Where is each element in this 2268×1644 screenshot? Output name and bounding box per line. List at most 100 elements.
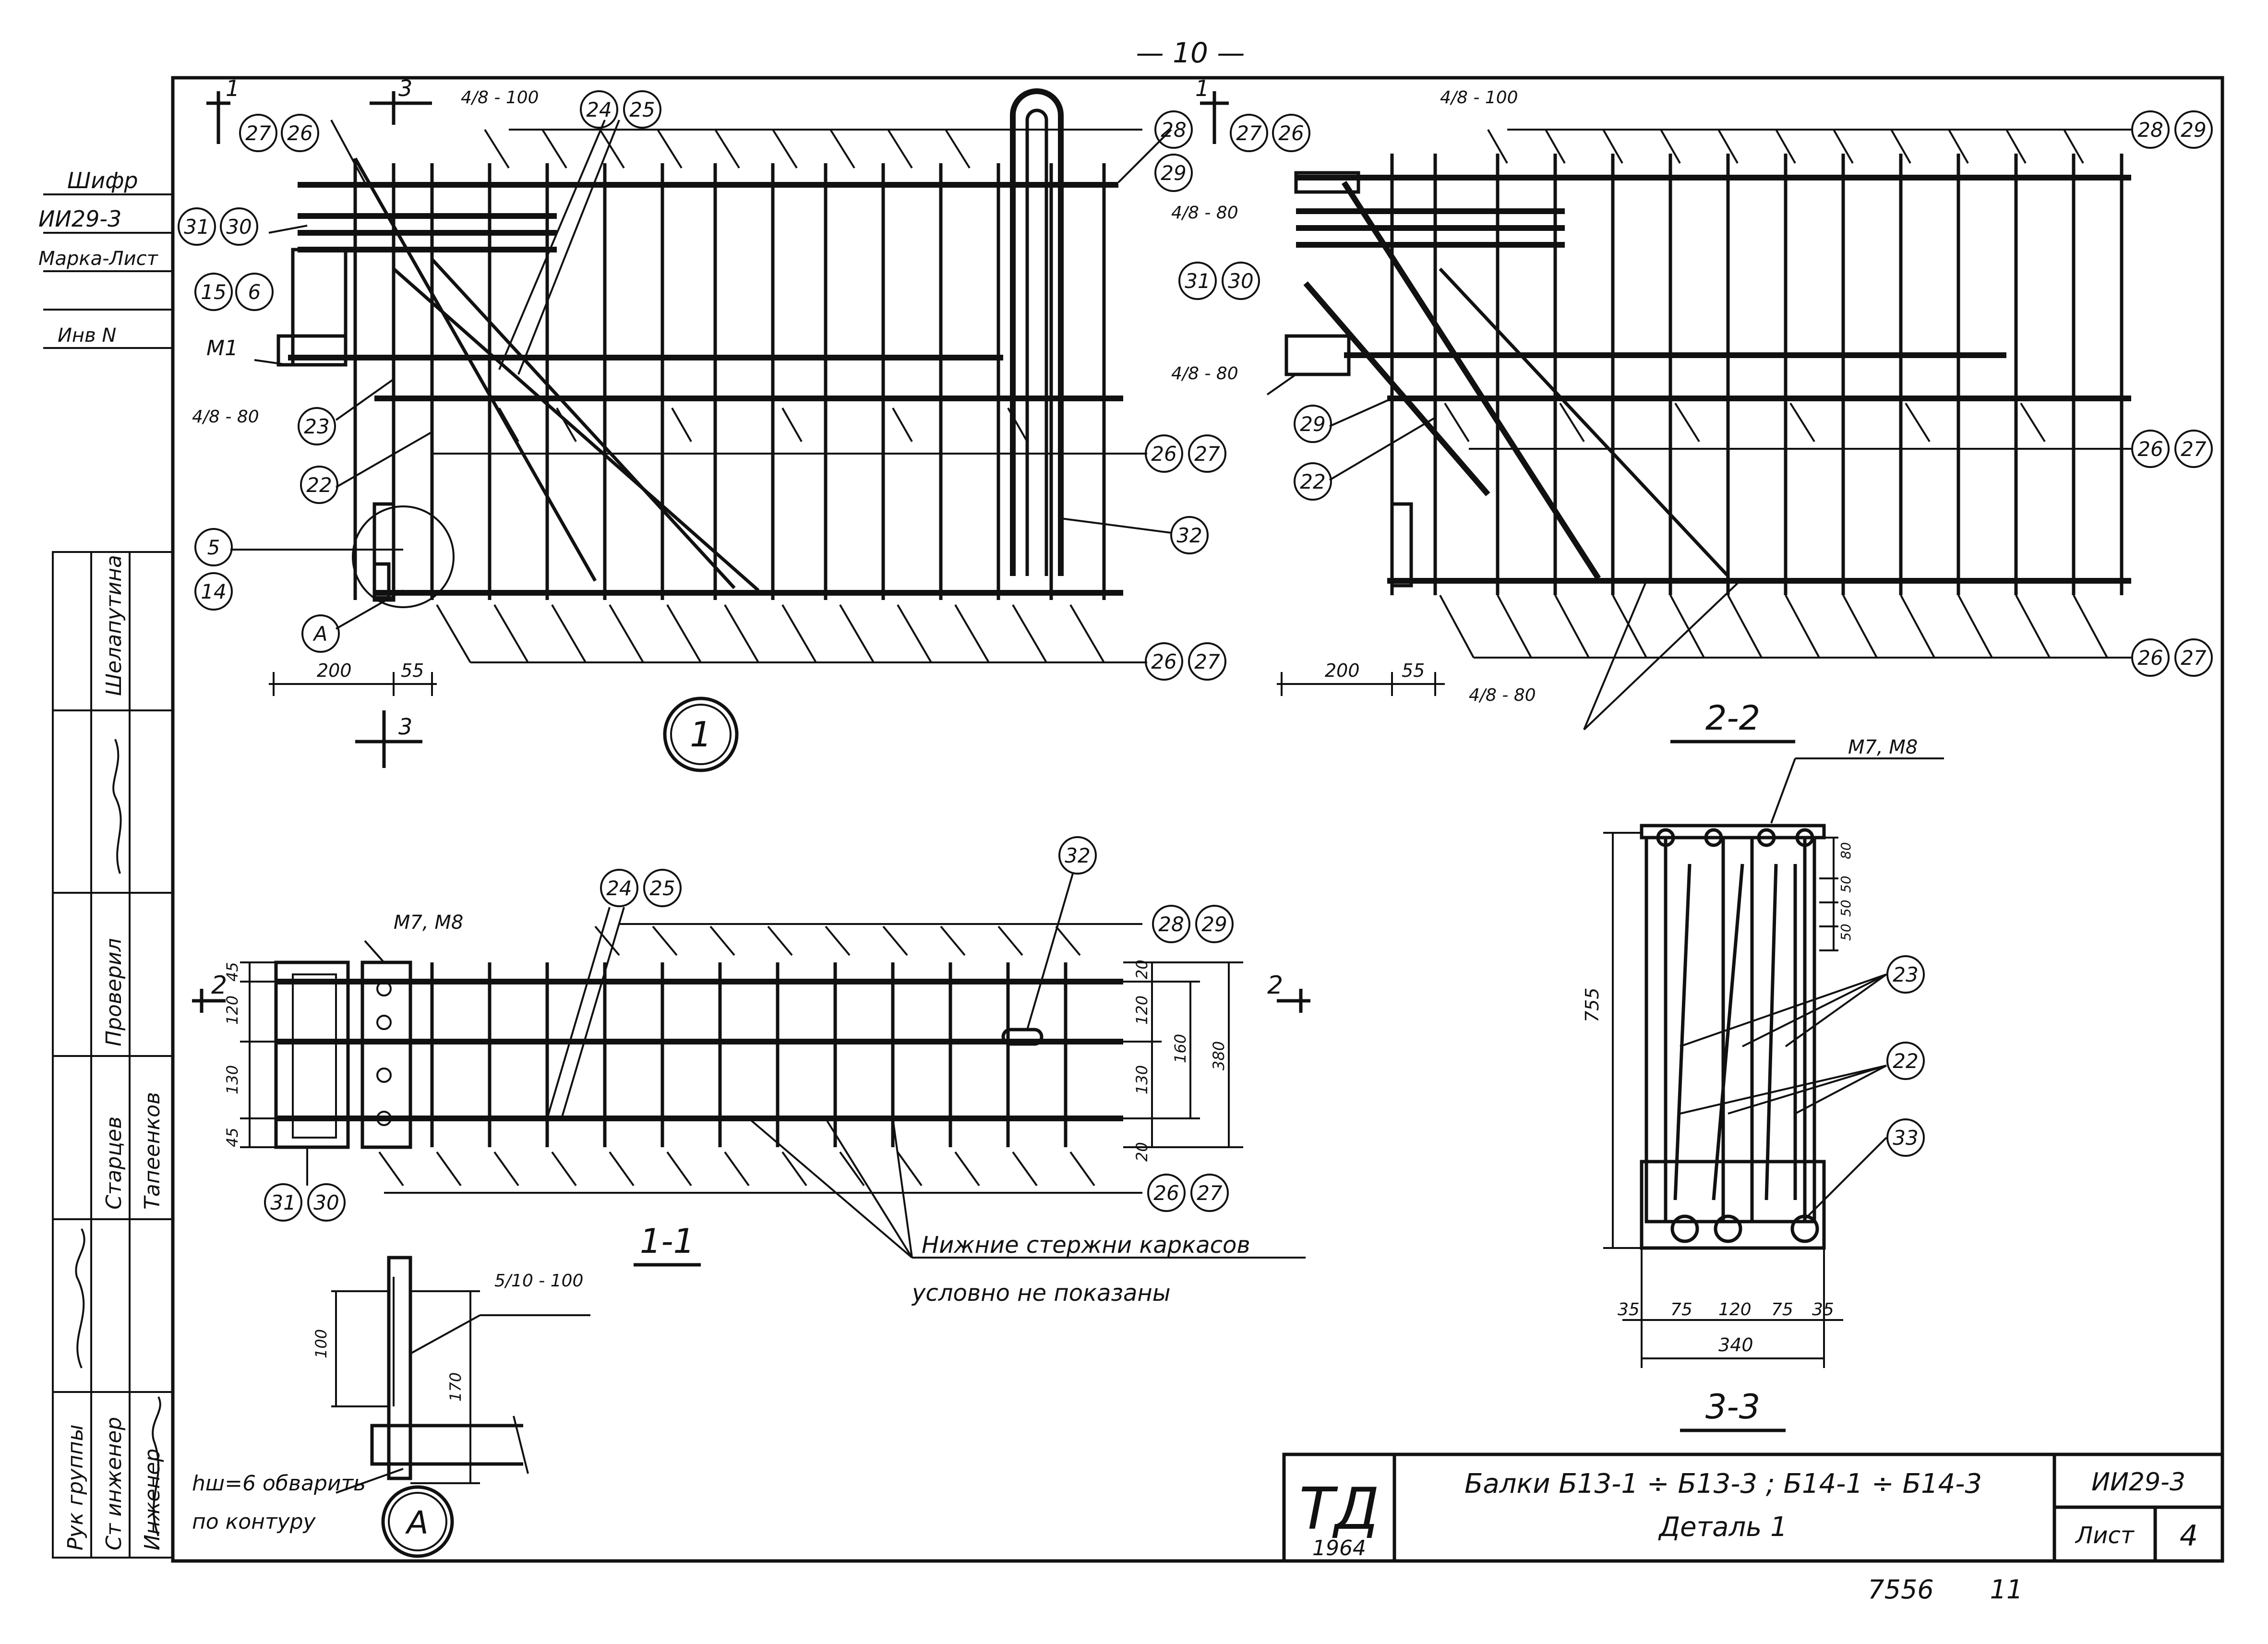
callout-23: 23 (1886, 955, 1925, 994)
svg-text:26: 26 (1151, 442, 1176, 466)
view11-section-2a: 2 (211, 971, 227, 1000)
callout-27c: 27 (1188, 642, 1226, 681)
node-a-weld: 5/10 - 100 (494, 1271, 583, 1291)
view33-width-340: 340 (1718, 1334, 1753, 1356)
view22-dim-55: 55 (1402, 660, 1425, 681)
view11-dim-45b: 45 (223, 1128, 241, 1147)
svg-text:27: 27 (1197, 1181, 1223, 1205)
view-1: 1 3 3 200 55 4/8 - 100 4/8 - 80 М1 1 (192, 75, 1172, 772)
callout-27b: 27 (1188, 434, 1226, 473)
callout-29b: 29 (1294, 405, 1332, 443)
callout-31: 31 (264, 1183, 302, 1222)
callout-30: 30 (220, 207, 258, 246)
callout-29: 29 (1154, 154, 1193, 192)
callout-27: 27 (1190, 1174, 1229, 1212)
footer-sheet: 11 (1990, 1574, 2023, 1605)
view11-dim-160: 160 (1171, 1034, 1189, 1063)
title-sub: Деталь 1 (1657, 1512, 1787, 1543)
node-a-dim-170: 170 (446, 1372, 465, 1402)
view33-bdim-35b: 35 (1812, 1300, 1834, 1320)
svg-text:33: 33 (1893, 1126, 1918, 1150)
svg-text:30: 30 (226, 215, 252, 239)
view1-section-1: 1 (226, 75, 240, 101)
node-a-note-1: hш=6 обварить (192, 1471, 366, 1496)
view33-title: 3-3 (1705, 1387, 1760, 1427)
view11-transverse (430, 962, 1068, 1147)
view33-bdim-75a: 75 (1670, 1300, 1692, 1320)
svg-text:31: 31 (270, 1191, 296, 1214)
drawing-frame (171, 76, 2224, 1563)
view1-number: 1 (690, 714, 712, 755)
view1-weld-top: 4/8 - 100 (461, 88, 539, 108)
stamp-code-1: Шифр (67, 168, 138, 193)
view33-embedded: М7, М8 (1848, 736, 1918, 758)
view11-dim-120: 120 (223, 996, 241, 1025)
svg-text:27: 27 (245, 121, 271, 145)
svg-text:26: 26 (2137, 437, 2163, 461)
callout-26c: 26 (1145, 642, 1183, 681)
view22-dimensions (1277, 672, 1445, 696)
title-sheet-label: Лист (2075, 1522, 2135, 1549)
view11-title: 1-1 (640, 1222, 695, 1261)
signature-3 (152, 1396, 161, 1536)
svg-text:31: 31 (184, 215, 209, 239)
callout-23: 23 (298, 407, 336, 445)
view1-section-3b: 3 (398, 714, 412, 740)
view22-stirrups (1390, 154, 2124, 595)
svg-text:30: 30 (1228, 269, 1253, 293)
callout-24: 24 (600, 869, 638, 907)
callout-32: 32 (1058, 836, 1097, 875)
callout-32: 32 (1170, 516, 1209, 554)
title-year: 1964 (1312, 1536, 1366, 1560)
node-a-detail: 5/10 - 100 100 170 hш=6 обварить по конт… (192, 1256, 590, 1558)
svg-text:29: 29 (1161, 161, 1186, 185)
view-3-3: М7, М8 755 80 50 50 50 35 75 120 75 35 3… (1582, 736, 1944, 1432)
svg-text:25: 25 (629, 98, 655, 121)
stamp-role-3: Инженер (140, 1449, 165, 1550)
svg-text:30: 30 (313, 1191, 339, 1214)
callout-25: 25 (623, 90, 661, 129)
callout-33: 33 (1886, 1118, 1925, 1157)
view1-callouts: 27 26 31 30 15 6 23 22 5 14 24 25 28 29 … (178, 90, 1226, 681)
view1-hatching (436, 129, 1105, 663)
callout-27c: 27 (2174, 638, 2213, 677)
node-a-callout-circle (352, 505, 455, 608)
view11-left-dims (240, 961, 276, 1148)
callout-15: 15 (194, 273, 233, 311)
callout-22: 22 (300, 466, 338, 504)
view1-weld-left: 4/8 - 80 (192, 407, 259, 427)
stamp-name-4: Тапеенков (140, 1092, 165, 1210)
svg-text:23: 23 (1893, 963, 1918, 986)
view1-stirrups (353, 158, 1106, 600)
svg-text:32: 32 (1176, 524, 1202, 547)
callout-26c: 26 (2131, 638, 2170, 677)
callout-6: 6 (235, 273, 274, 311)
stamp-code-2: ИИ29-3 (38, 206, 121, 232)
svg-text:29: 29 (2181, 118, 2206, 142)
svg-text:23: 23 (304, 415, 329, 438)
svg-text:26: 26 (1151, 650, 1176, 673)
callout-30: 30 (1222, 262, 1260, 300)
view22-weld-c: 4/8 - 80 (1469, 685, 1536, 705)
callout-22: 22 (1294, 462, 1332, 501)
lifting-loop (1010, 88, 1064, 576)
callout-25: 25 (643, 869, 682, 907)
callout-28: 28 (2131, 110, 2170, 149)
svg-text:28: 28 (1161, 118, 1186, 142)
stamp-code-4: Инв N (58, 324, 116, 347)
view1-dim-55: 55 (401, 660, 424, 681)
side-stamp: Шифр ИИ29-3 Марка-Лист Инв N Рук группы … (38, 168, 174, 1559)
view22-weld-top: 4/8 - 100 (1440, 88, 1518, 108)
svg-text:28: 28 (2137, 118, 2163, 142)
node-a-title: А (405, 1504, 428, 1541)
svg-text:24: 24 (586, 98, 612, 121)
view11-hatching (378, 925, 1095, 1187)
view33-rdim-80: 80 (1838, 842, 1854, 859)
svg-text:26: 26 (1278, 121, 1304, 145)
callout-14: 14 (194, 572, 233, 611)
view1-dimensions (269, 672, 437, 696)
view1-embedded-m1: М1 (206, 336, 238, 360)
stamp-name-1: Шелапутина (102, 555, 126, 696)
svg-text:26: 26 (1153, 1181, 1179, 1205)
